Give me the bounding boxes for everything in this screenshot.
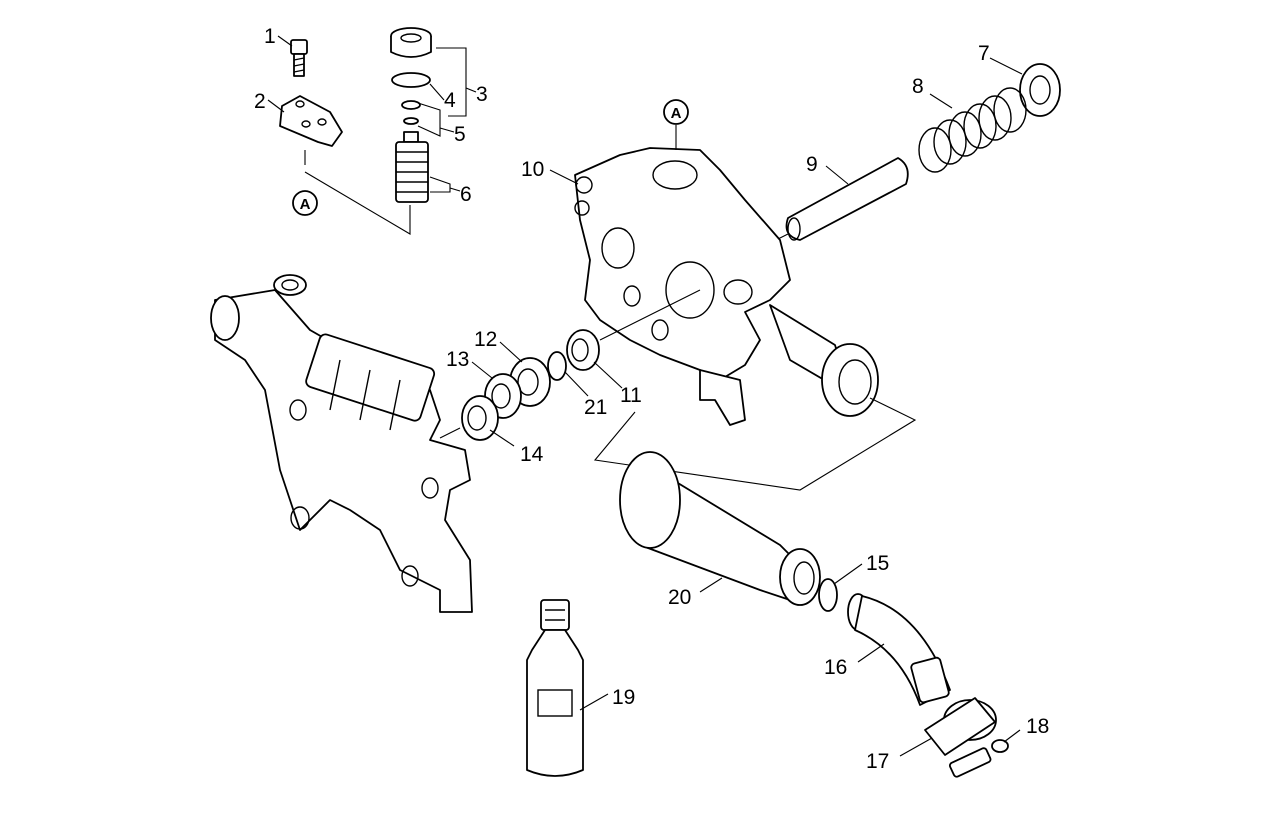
callout-18: 18 (1026, 715, 1049, 738)
callout-11: 11 (620, 384, 642, 407)
callout-8: 8 (912, 75, 924, 98)
part-5-rings (401, 100, 421, 125)
part-16-elbow (847, 593, 951, 706)
group-bracket-6 (429, 176, 451, 193)
axis-line-2 (599, 289, 701, 341)
callout-14: 14 (520, 443, 544, 466)
part-21-o-ring (547, 351, 567, 381)
part-20-filter (619, 451, 821, 606)
callout-4: 4 (444, 89, 456, 112)
part-2-bracket (279, 95, 343, 147)
housing-outlet (769, 304, 879, 417)
part-10-housing (574, 147, 791, 426)
callout-7: 7 (978, 42, 990, 65)
callout-12: 12 (474, 328, 497, 351)
callout-6: 6 (460, 183, 472, 206)
callout-5: 5 (454, 123, 466, 146)
callout-20: 20 (668, 586, 691, 609)
group-bracket-3 (436, 47, 467, 117)
part-11-seal (566, 329, 600, 371)
callout-16: 16 (824, 656, 847, 679)
part-17-nut (924, 697, 997, 756)
callout-15: 15 (866, 552, 889, 575)
callout-3: 3 (476, 83, 488, 106)
callout-21: 21 (584, 396, 607, 419)
callout-9: 9 (806, 153, 818, 176)
manifold-body (210, 274, 473, 613)
part-6-valve-body (395, 131, 429, 203)
assembly-guide (593, 397, 917, 491)
group-bracket-5 (417, 102, 441, 137)
svg-text:A: A (671, 105, 682, 122)
ref-mark-left: A (292, 150, 411, 235)
callout-10: 10 (521, 158, 544, 181)
callout-2: 2 (254, 90, 266, 113)
callout-1: 1 (264, 25, 276, 48)
part-14-seal (461, 395, 499, 441)
axis-line (439, 427, 461, 439)
part-8-spring (918, 87, 1027, 173)
callout-17: 17 (866, 750, 889, 773)
part-18-hose-end (949, 739, 1009, 778)
part-15-o-ring (818, 578, 838, 612)
part-19-oil-bottle (526, 599, 584, 777)
callout-labels: 1 2 3 4 5 6 7 8 9 10 11 12 13 14 15 16 1… (254, 25, 1049, 773)
svg-text:A: A (300, 196, 311, 213)
part-1-screw (290, 39, 308, 77)
callout-13: 13 (446, 348, 469, 371)
part-4-o-ring (391, 72, 431, 88)
part-7-disc (1019, 63, 1061, 117)
part-3-valve (390, 27, 432, 58)
callout-19: 19 (612, 686, 635, 709)
part-9-piston (771, 157, 909, 243)
ref-mark-top: A (663, 99, 689, 150)
leader-lines (267, 35, 1023, 757)
